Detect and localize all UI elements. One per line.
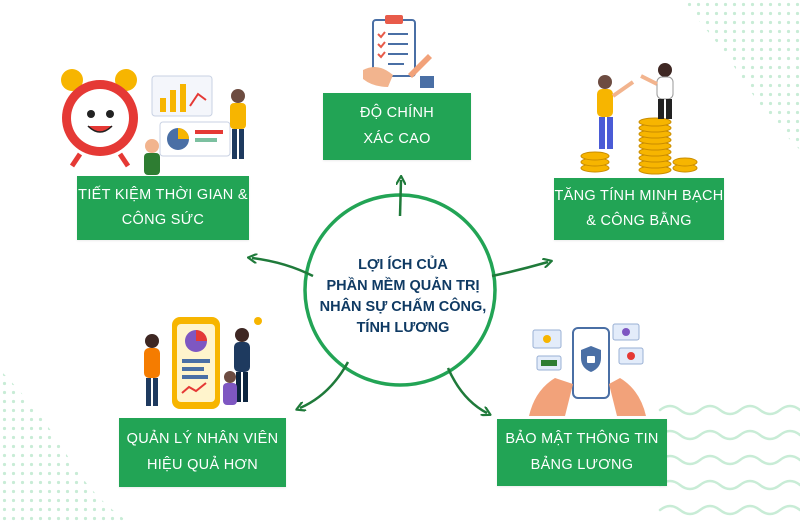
- benefit-box-transparency: TĂNG TÍNH MINH BẠCH & CÔNG BẰNG: [554, 178, 724, 240]
- benefit-box-manage-staff: QUẢN LÝ NHÂN VIÊN HIỆU QUẢ HƠN: [119, 418, 286, 487]
- benefit-label-save-time: TIẾT KIỆM THỜI GIAN & CÔNG SỨC: [78, 186, 248, 228]
- benefit-label-transparency: TĂNG TÍNH MINH BẠCH & CÔNG BẰNG: [554, 187, 724, 229]
- checklist-icon: [363, 15, 434, 88]
- wave-pattern-bottom-right: [658, 404, 800, 516]
- arrow-to-bottom-right: [446, 367, 487, 413]
- arrow-to-left: [252, 258, 314, 278]
- center-title: LỢI ÍCH CỦA PHẦN MỀM QUẢN TRỊ NHÂN SỰ CH…: [319, 257, 487, 336]
- coin-stairs-icon: [580, 63, 698, 175]
- benefit-box-accuracy: ĐỘ CHÍNH XÁC CAO: [323, 93, 471, 160]
- secure-phone-icon: [529, 323, 646, 416]
- arrow-to-right: [491, 262, 548, 278]
- alarm-clock-icon: [61, 69, 246, 175]
- arrow-to-top: [400, 180, 401, 217]
- dot-pattern-bottom-left: [0, 370, 130, 523]
- benefit-label-accuracy: ĐỘ CHÍNH XÁC CAO: [359, 105, 435, 147]
- dot-pattern-top-right: [680, 0, 800, 150]
- arrow-to-bottom-left: [300, 361, 350, 408]
- benefit-box-save-time: TIẾT KIỆM THỜI GIAN & CÔNG SỨC: [77, 176, 249, 240]
- benefit-label-payroll-security: BẢO MẬT THÔNG TIN BẢNG LƯƠNG: [505, 431, 659, 473]
- dashboard-people-icon: [144, 317, 262, 409]
- benefit-label-manage-staff: QUẢN LÝ NHÂN VIÊN HIỆU QUẢ HƠN: [126, 431, 279, 473]
- benefit-box-payroll-security: BẢO MẬT THÔNG TIN BẢNG LƯƠNG: [497, 419, 667, 486]
